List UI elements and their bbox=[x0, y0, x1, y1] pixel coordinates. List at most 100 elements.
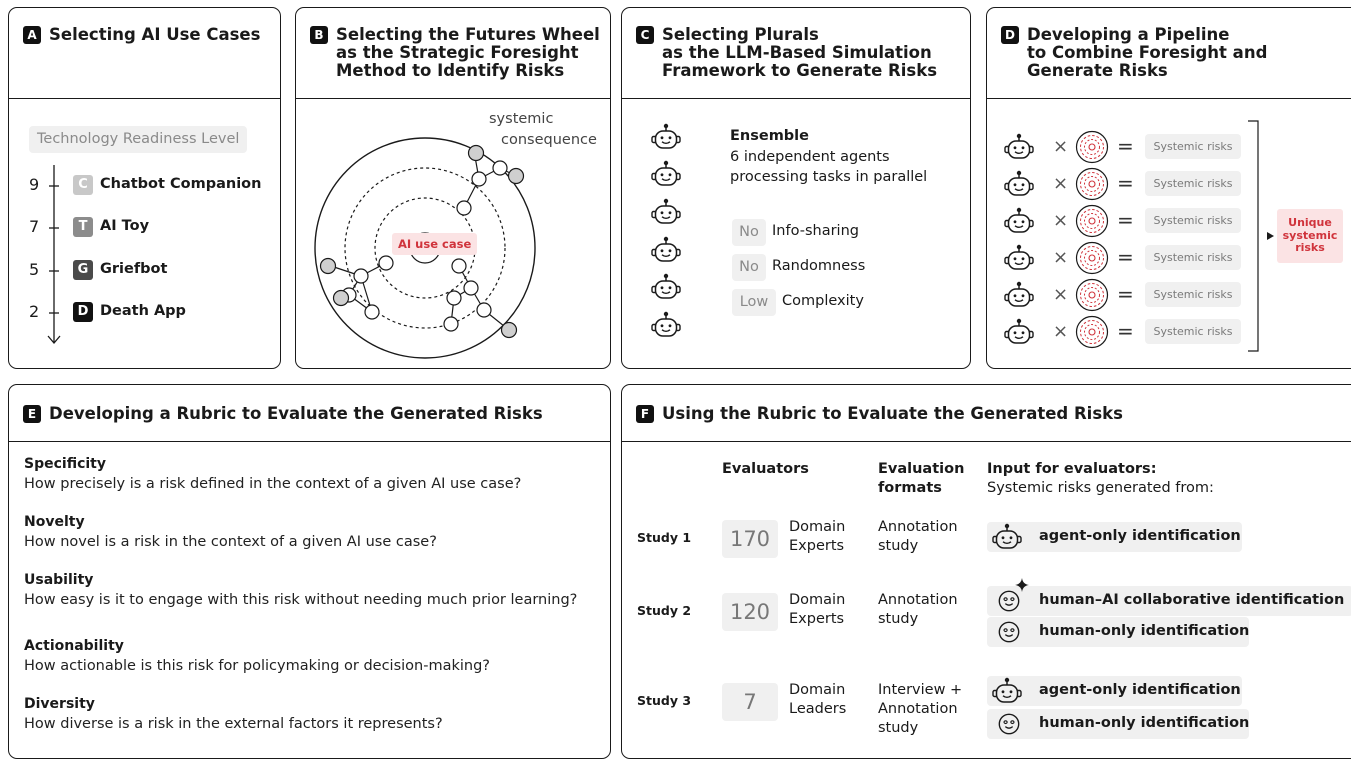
evaluator-count: 170 bbox=[722, 520, 778, 558]
evaluator-type-line1: Domain bbox=[789, 519, 846, 535]
use-case-name: Griefbot bbox=[100, 261, 168, 277]
evaluator-count: 7 bbox=[722, 683, 778, 721]
use-case-name: Chatbot Companion bbox=[100, 176, 262, 192]
use-case-letter: G bbox=[73, 260, 93, 280]
robot-icon bbox=[1003, 133, 1035, 161]
trl-axis bbox=[47, 165, 61, 344]
times-sign: × bbox=[1053, 247, 1069, 268]
times-sign: × bbox=[1053, 284, 1069, 305]
evaluation-format-line2: study bbox=[878, 538, 919, 554]
evaluation-format-line1: Annotation bbox=[878, 592, 958, 608]
ensemble-title: Ensemble bbox=[730, 128, 809, 144]
panel-e-divider bbox=[9, 441, 610, 442]
systemic-risks-pill: Systemic risks bbox=[1145, 171, 1241, 196]
times-sign: × bbox=[1053, 173, 1069, 194]
unique-risks-box: Unique systemic risks bbox=[1277, 209, 1343, 263]
times-sign: × bbox=[1053, 136, 1069, 157]
panel-d-title-line3: Generate Risks bbox=[1027, 61, 1168, 80]
robot-icon bbox=[650, 236, 682, 264]
robot-icon bbox=[991, 523, 1023, 551]
property-name: Randomness bbox=[772, 258, 866, 274]
times-sign: × bbox=[1053, 210, 1069, 231]
input-study3-agent-only: agent-only identification bbox=[987, 676, 1242, 706]
futures-wheel-icon bbox=[1075, 278, 1109, 312]
trl-level: 2 bbox=[29, 302, 40, 321]
col-formats-line1: Evaluation bbox=[878, 461, 965, 477]
human-face-icon bbox=[997, 620, 1021, 644]
criterion-description: How diverse is a risk in the external fa… bbox=[24, 716, 443, 732]
use-case-letter: C bbox=[73, 175, 93, 195]
futures-wheel-icon bbox=[1075, 315, 1109, 349]
input-study2-human-only: human-only identification bbox=[987, 617, 1249, 647]
panel-d-tag: D bbox=[1001, 26, 1019, 44]
panel-d-divider bbox=[987, 98, 1351, 99]
panel-f-tag: F bbox=[636, 405, 654, 423]
systemic-label: systemic bbox=[489, 111, 554, 127]
systemic-risks-pill: Systemic risks bbox=[1145, 319, 1241, 344]
robot-icon bbox=[1003, 318, 1035, 346]
equals-sign: = bbox=[1117, 245, 1134, 269]
futures-wheel-icon bbox=[1075, 204, 1109, 238]
evaluator-count: 120 bbox=[722, 593, 778, 631]
robot-icon bbox=[1003, 207, 1035, 235]
input-study2-human-ai: human–AI collaborative identification bbox=[987, 578, 1351, 616]
evaluation-format-line2: Annotation bbox=[878, 701, 958, 717]
robot-icon bbox=[650, 123, 682, 151]
futures-wheel-icon bbox=[1075, 241, 1109, 275]
panel-d-title-line2: to Combine Foresight and bbox=[1027, 43, 1268, 62]
criterion-description: How easy is it to engage with this risk … bbox=[24, 592, 578, 608]
study-label: Study 2 bbox=[637, 603, 692, 618]
criterion-name: Diversity bbox=[24, 696, 95, 712]
trl-level: 5 bbox=[29, 260, 40, 279]
property-name: Info-sharing bbox=[772, 223, 859, 239]
systemic-risks-pill: Systemic risks bbox=[1145, 282, 1241, 307]
trl-level: 9 bbox=[29, 175, 40, 194]
human-face-icon bbox=[997, 589, 1021, 613]
use-case-letter: T bbox=[73, 217, 93, 237]
criterion-name: Actionability bbox=[24, 638, 124, 654]
sparkle-icon bbox=[1015, 578, 1029, 592]
equals-sign: = bbox=[1117, 134, 1134, 158]
col-input-line1: Input for evaluators: bbox=[987, 461, 1157, 477]
panel-c-divider bbox=[622, 98, 970, 99]
panel-c-title-line3: Framework to Generate Risks bbox=[662, 61, 938, 80]
panel-b-tag: B bbox=[310, 26, 328, 44]
human-face-icon bbox=[997, 712, 1021, 736]
robot-icon bbox=[650, 311, 682, 339]
systemic-risks-pill: Systemic risks bbox=[1145, 245, 1241, 270]
use-case-name: Death App bbox=[100, 303, 186, 319]
evaluator-type-line1: Domain bbox=[789, 682, 846, 698]
consequence-label: consequence bbox=[501, 132, 597, 148]
futures-wheel bbox=[314, 137, 536, 359]
evaluation-format-line1: Interview + bbox=[878, 682, 963, 698]
evaluation-format-line2: study bbox=[878, 611, 919, 627]
robot-icon bbox=[1003, 244, 1035, 272]
col-formats-line2: formats bbox=[878, 480, 942, 496]
trl-label: Technology Readiness Level bbox=[29, 126, 248, 153]
panel-c-title-line2: as the LLM-Based Simulation bbox=[662, 43, 932, 62]
evaluator-type-line2: Experts bbox=[789, 611, 845, 627]
criterion-description: How novel is a risk in the context of a … bbox=[24, 534, 437, 550]
input-study1-agent-only: agent-only identification bbox=[987, 522, 1242, 552]
robot-icon bbox=[1003, 281, 1035, 309]
ensemble-desc-2: processing tasks in parallel bbox=[730, 169, 928, 185]
criterion-name: Usability bbox=[24, 572, 94, 588]
systemic-risks-pill: Systemic risks bbox=[1145, 208, 1241, 233]
panel-b-title-line2: as the Strategic Foresight bbox=[336, 43, 579, 62]
use-case-name: AI Toy bbox=[100, 218, 150, 234]
ensemble-desc-1: 6 independent agents bbox=[730, 149, 890, 165]
panel-a-divider bbox=[9, 98, 280, 99]
col-input-line2: Systemic risks generated from: bbox=[987, 480, 1214, 496]
property-value: Low bbox=[732, 289, 776, 316]
property-value: No bbox=[732, 254, 766, 281]
panel-b-title-line3: Method to Identify Risks bbox=[336, 61, 565, 80]
